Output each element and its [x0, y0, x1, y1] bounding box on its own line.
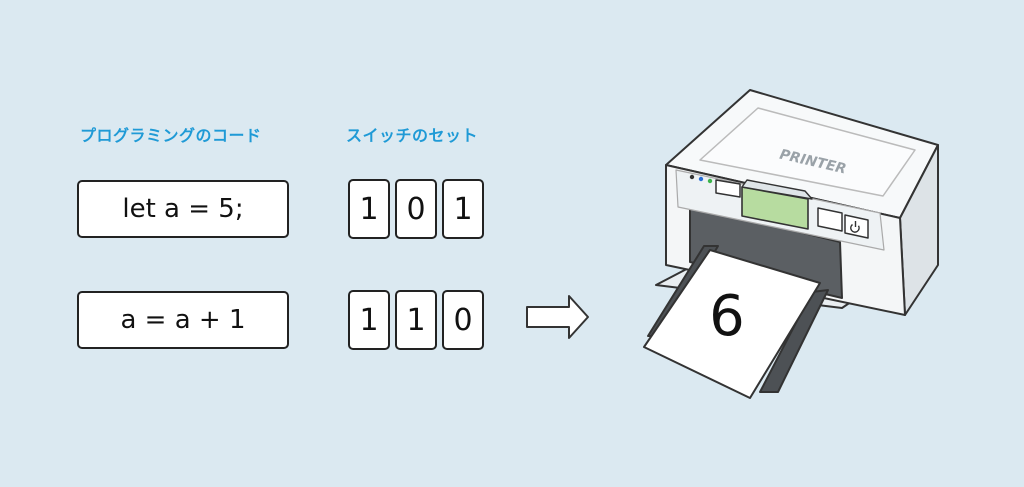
switch-cell: 1: [395, 290, 437, 350]
arrow-right-icon: [526, 295, 589, 339]
code-line: let a = 5;: [77, 180, 289, 238]
switch-cell: 0: [395, 179, 437, 239]
code-line: a = a + 1: [77, 291, 289, 349]
printer-output-number: 6: [709, 284, 745, 349]
printer-illustration: [643, 89, 939, 399]
switch-cell: 1: [348, 290, 390, 350]
power-icon: [850, 221, 860, 233]
switch-cell: 1: [348, 179, 390, 239]
switch-cell: 1: [442, 179, 484, 239]
switch-heading: スイッチのセット: [346, 126, 479, 145]
code-heading: プログラミングのコード: [80, 126, 262, 145]
switch-cell: 0: [442, 290, 484, 350]
